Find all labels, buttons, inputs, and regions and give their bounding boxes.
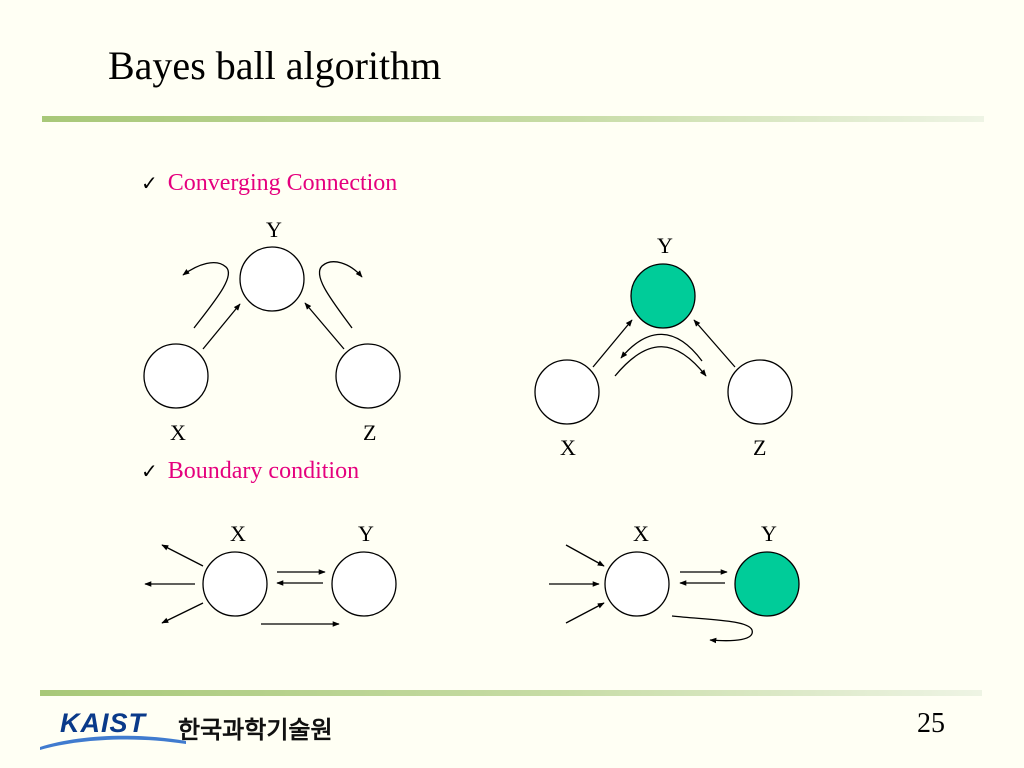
node-label-y: Y <box>358 521 374 546</box>
node-x <box>534 359 600 425</box>
ball-path-bounce-left <box>182 262 229 329</box>
kaist-korean-name: 한국과학기술원 <box>178 716 333 744</box>
arrow-in-up <box>565 544 605 567</box>
diagram-converging-unobserved: Y X Z <box>143 217 401 445</box>
node-y-observed <box>734 551 800 617</box>
ball-path-z-to-x <box>620 333 703 362</box>
node-x <box>604 551 670 617</box>
checkmark-icon: ✓ <box>141 171 158 195</box>
bullet-converging-text: Converging Connection <box>167 170 398 196</box>
edge-x-to-y <box>202 303 241 350</box>
ball-path-x-to-z <box>614 346 707 377</box>
edge-z-to-y <box>304 302 345 350</box>
checkmark-icon: ✓ <box>141 459 158 483</box>
edge-x-to-y <box>592 319 633 368</box>
node-z <box>335 343 401 409</box>
node-label-x: X <box>560 435 576 460</box>
edge-z-to-y <box>693 319 736 368</box>
bullet-converging: ✓ Converging Connection <box>141 170 397 197</box>
footer-divider <box>40 690 982 696</box>
node-label-y: Y <box>657 233 673 258</box>
node-label-x: X <box>230 521 246 546</box>
node-label-y: Y <box>761 521 777 546</box>
arrow-out-up <box>161 544 204 567</box>
diagram-boundary-unobserved: X Y <box>144 521 397 627</box>
node-x <box>202 551 268 617</box>
node-label-x: X <box>170 420 186 445</box>
ball-path-bounce-right <box>318 261 363 329</box>
bullet-boundary-text: Boundary condition <box>167 458 360 484</box>
slide-title: Bayes ball algorithm <box>108 43 442 88</box>
kaist-logo-swoosh-icon <box>40 735 186 750</box>
node-y-observed <box>630 263 696 329</box>
node-x <box>143 343 209 409</box>
page-number: 25 <box>917 708 945 739</box>
diagram-converging-observed: Y X Z <box>534 233 793 460</box>
node-z <box>727 359 793 425</box>
title-divider <box>42 116 984 122</box>
node-label-z: Z <box>753 435 766 460</box>
diagram-boundary-observed: X Y <box>549 521 800 644</box>
node-label-z: Z <box>363 420 376 445</box>
arrow-out-down <box>161 602 204 624</box>
ball-path-bounce-back <box>671 615 753 644</box>
node-y <box>239 246 305 312</box>
bullet-boundary: ✓ Boundary condition <box>141 458 359 485</box>
arrow-in-down <box>565 602 605 624</box>
node-y <box>331 551 397 617</box>
kaist-logo-text: KAIST <box>60 708 146 738</box>
node-label-y: Y <box>266 217 282 242</box>
node-label-x: X <box>633 521 649 546</box>
